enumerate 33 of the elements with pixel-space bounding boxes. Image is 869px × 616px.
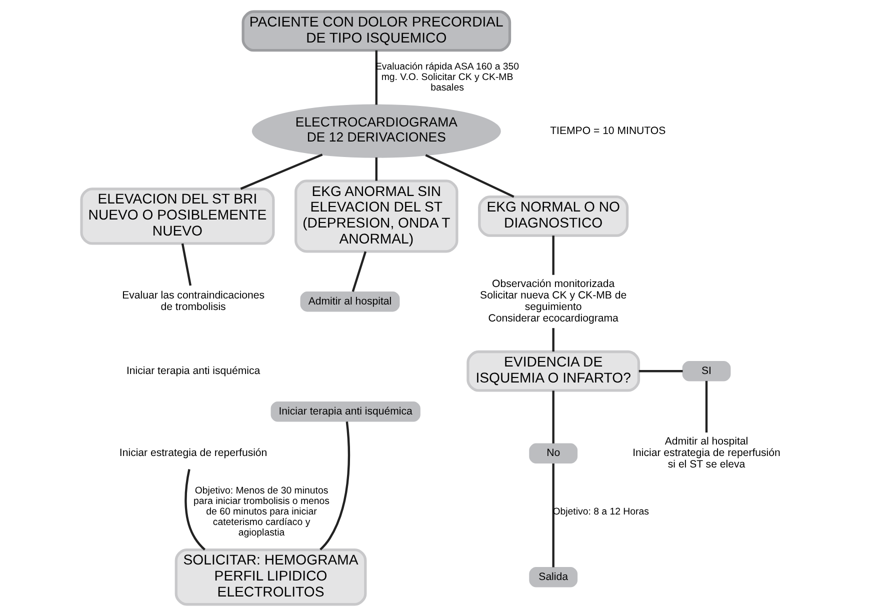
label: TIEMPO = 10 MINUTOS bbox=[550, 124, 666, 137]
node-box: Salida bbox=[529, 566, 578, 588]
node-box: EKG NORMAL O NO DIAGNOSTICO bbox=[478, 196, 629, 237]
connector bbox=[552, 328, 554, 352]
connector bbox=[705, 380, 708, 433]
connector bbox=[320, 421, 350, 550]
node-text: Evaluar las contraindicaciones de trombolisis bbox=[122, 290, 265, 314]
connector bbox=[375, 157, 378, 181]
connector bbox=[552, 236, 554, 275]
connector bbox=[552, 390, 554, 444]
node-box: Iniciar terapia anti isquémica bbox=[270, 401, 420, 422]
edge-label: Objetivo: Menos de 30 minutos para iniciar trombolisis o menos de 60 minutos para iniciar cateterismo cardíaco y agioplastia bbox=[194, 485, 330, 539]
node-box: EKG ANORMAL SIN ELEVACION DEL ST (DEPRESION, ONDA T ANORMAL) bbox=[294, 180, 458, 253]
node-box: Admitir al hospital bbox=[300, 291, 400, 312]
node-box: No bbox=[529, 443, 578, 464]
connector bbox=[552, 463, 554, 568]
node-text: Admitir al hospital Iniciar estrategia de reperfusión si el ST se eleva bbox=[632, 436, 780, 471]
node-text: Observación monitorizada Solicitar nueva CK y CK-MB de seguimiento Considerar ecocardiograma bbox=[480, 278, 627, 324]
connector bbox=[375, 50, 378, 105]
connector bbox=[638, 370, 683, 372]
node-box: ELEVACION DEL ST BRI NUEVO O POSIBLEMENTE NUEVO bbox=[80, 188, 275, 245]
node-box: SOLICITAR: HEMOGRAMA PERFIL LIPIDICO ELECTROLITOS bbox=[174, 548, 367, 606]
node-box: EVIDENCIA DE ISQUEMIA O INFARTO? bbox=[466, 350, 640, 392]
label: Iniciar terapia anti isquémica bbox=[126, 364, 260, 377]
connector bbox=[352, 251, 367, 292]
node-box: SI bbox=[682, 361, 731, 382]
node-ellipse: ELECTROCARDIOGRAMA DE 12 DERIVACIONES bbox=[252, 104, 501, 158]
connector bbox=[181, 243, 192, 286]
connector bbox=[425, 154, 514, 198]
connector bbox=[184, 469, 206, 551]
node-box: PACIENTE CON DOLOR PRECORDIAL DE TIPO ISQUEMICO bbox=[242, 10, 512, 52]
connector bbox=[240, 154, 323, 190]
node-text: Iniciar estrategia de reperfusión bbox=[119, 447, 268, 460]
